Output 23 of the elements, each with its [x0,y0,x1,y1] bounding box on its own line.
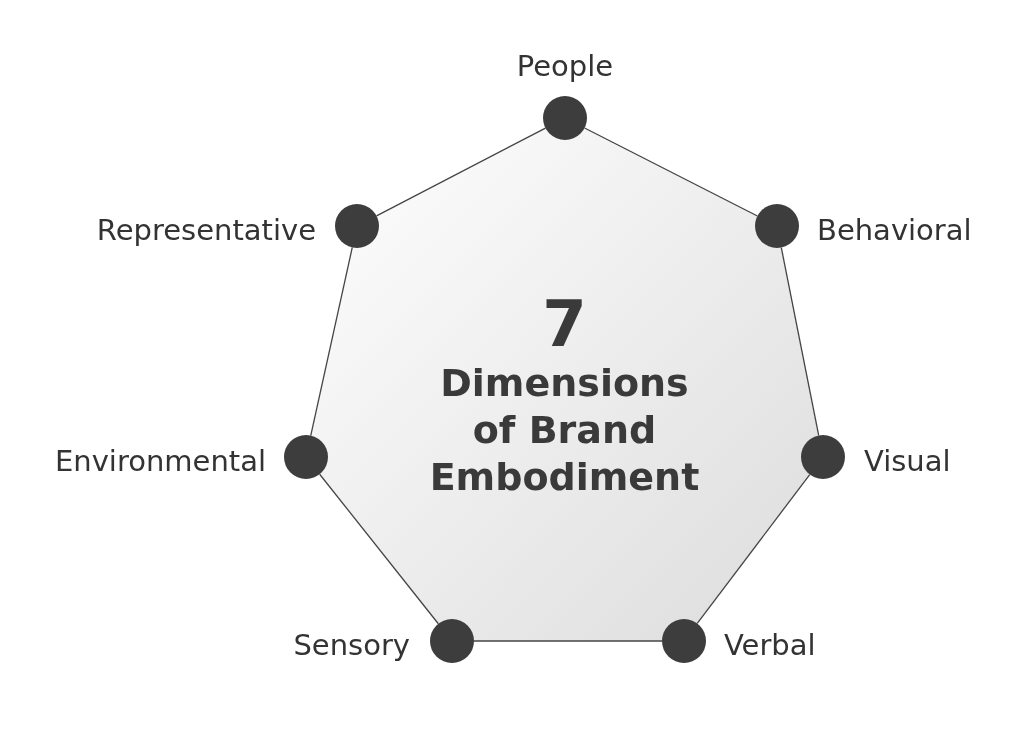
polygon-side-line [696,473,811,625]
circle-marker [755,204,799,248]
polygon-side-line [310,246,353,437]
dimension-label: People [516,48,614,84]
number-heading: 7 [542,288,587,360]
dimension-label: Environmental [55,443,266,479]
circle-marker [430,619,474,663]
polygon-side-line [375,127,547,217]
circle-marker [662,619,706,663]
polygon-side-line [473,640,663,642]
polygon-side-line [583,127,759,217]
polygon-side-line [780,246,820,437]
dimension-label: Representative [96,212,316,248]
dimension-label: Behavioral [817,212,972,248]
polygon-side-line [319,473,439,625]
title-text: Dimensions of Brand Embodiment [428,360,701,501]
circle-marker [543,96,587,140]
dimension-label: Verbal [724,627,816,663]
dimension-label: Sensory [293,627,410,663]
circle-marker [335,204,379,248]
circle-marker [801,435,845,479]
dimension-label: Visual [864,443,951,479]
circle-marker [284,435,328,479]
